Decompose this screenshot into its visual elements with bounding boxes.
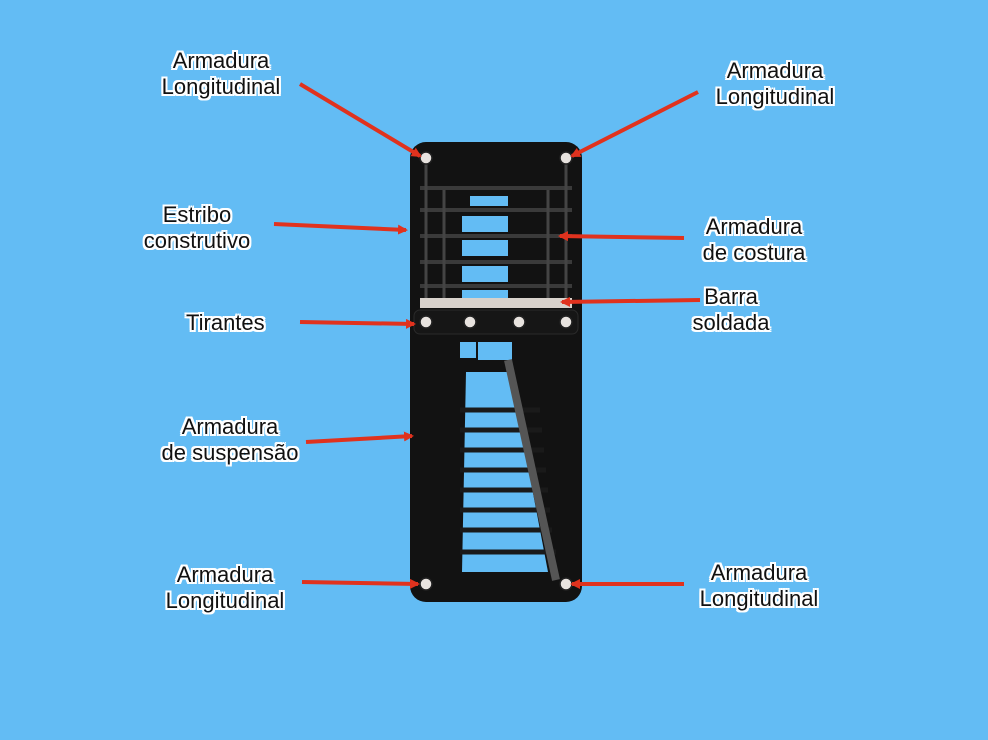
arrow-long-top-left (298, 82, 422, 158)
label-tirantes: Tirantes (186, 310, 265, 335)
side-bars (424, 160, 568, 300)
diagonal-bar (504, 359, 560, 581)
arrow-suspensao (305, 431, 414, 444)
arrow-estribo (273, 222, 408, 235)
arrow-tirantes (299, 318, 416, 329)
arrow-long-top-right (570, 90, 699, 158)
arrow-long-bottom-left (301, 578, 420, 589)
reinforcement-cage (410, 142, 582, 602)
upper-openings (462, 196, 508, 298)
ties-band (413, 309, 579, 335)
welded-bar (420, 298, 572, 308)
corner-bars (419, 151, 573, 591)
annotation-arrows (273, 82, 701, 589)
tie-bars (419, 315, 573, 329)
arrow-barra (560, 296, 701, 307)
arrow-costura (558, 231, 685, 242)
